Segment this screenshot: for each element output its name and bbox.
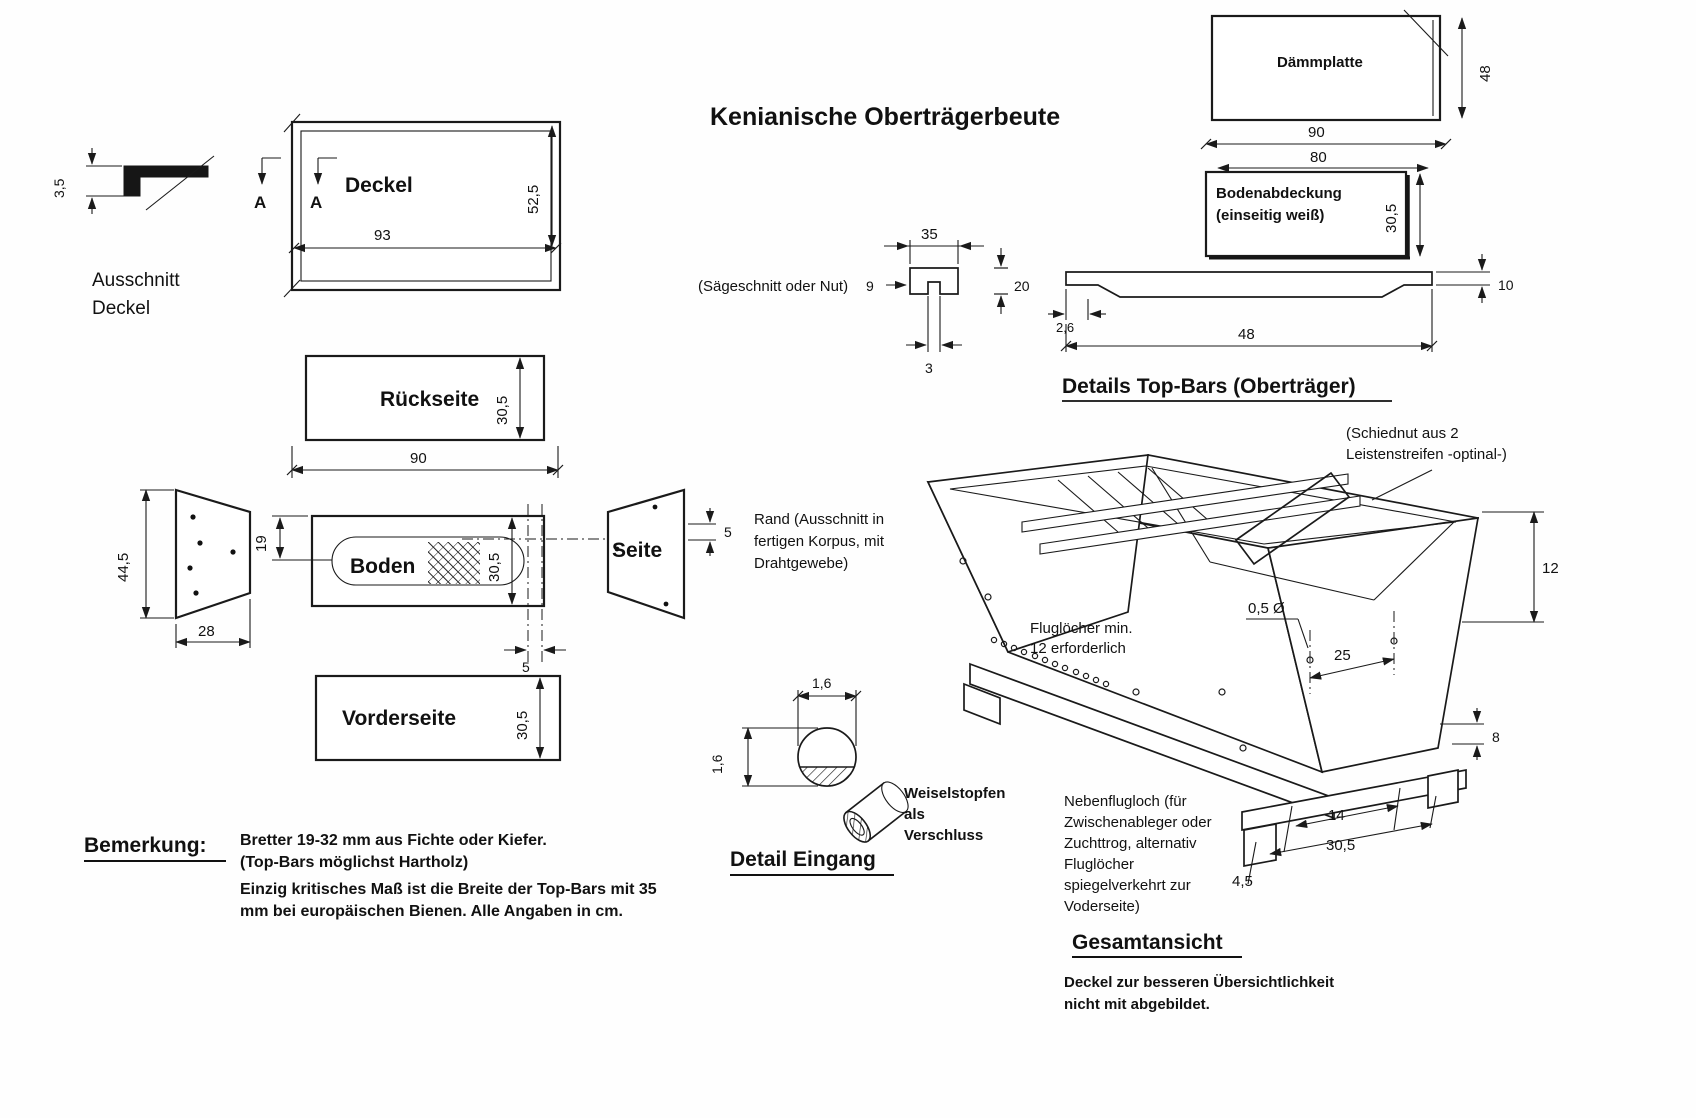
label-ausschnitt-line1: Ausschnitt <box>92 270 180 291</box>
weiselstopfen-line3: Verschluss <box>904 827 983 844</box>
dim-hole-spacing: 25 <box>1334 647 1351 664</box>
topbar-side-view: 10 2,6 48 Details Top-Bars (Oberträger) <box>1048 254 1514 402</box>
seite-view: Seite 5 <box>606 488 732 620</box>
entrance-detail: 1,6 1,6 Weiselstopfen als Verschluss Det… <box>709 675 1005 876</box>
bemerkung-line3: Einzig kritisches Maß ist die Breite der… <box>240 881 657 898</box>
dim-daemmplatte-width: 90 <box>1308 124 1325 141</box>
dim-foot-width: 14 <box>1328 807 1345 824</box>
rand-annotation: Rand (Ausschnitt in fertigen Korpus, mit… <box>754 511 885 572</box>
rueckseite-view: Rückseite 30,5 90 <box>286 354 564 478</box>
topbar-cross-section: 35 9 20 3 (Sägeschnitt oder Nut) <box>698 226 1030 376</box>
bemerkung-line4: mm bei europäischen Bienen. Alle Angaben… <box>240 903 623 920</box>
hive-3d-view: (Schiednut aus 2 Leistenstreifen -optina… <box>926 425 1559 1013</box>
flight-holes <box>959 557 1398 782</box>
label-vorderseite: Vorderseite <box>342 707 456 730</box>
left-end-panel-view: 44,5 28 <box>115 488 252 648</box>
daemmplatte-view: Dämmplatte 48 90 80 <box>1200 9 1494 173</box>
section-marker-a1: A <box>254 193 266 212</box>
dim-endpanel-bottom: 28 <box>198 623 215 640</box>
nebenflugloch-line5: spiegelverkehrt zur <box>1064 877 1191 894</box>
dim-korpus-width: 90 <box>410 450 427 467</box>
label-bodenabdeckung-line1: Bodenabdeckung <box>1216 185 1342 202</box>
dim-topbar-rest: 2,6 <box>1056 320 1074 335</box>
dim-vorderseite-height: 30,5 <box>514 711 531 740</box>
drawing-title: Kenianische Oberträgerbeute <box>710 103 1060 131</box>
hive-left-end-face <box>926 454 1149 654</box>
right-back-leg <box>1427 768 1459 810</box>
schiednut-line1: (Schiednut aus 2 <box>1346 425 1459 442</box>
label-boden: Boden <box>350 555 415 578</box>
left-foot <box>963 682 1001 726</box>
rand-line2: fertigen Korpus, mit <box>754 533 885 550</box>
dim-top-edge: 12 <box>1542 560 1559 577</box>
bemerkung-line2: (Top-Bars möglichst Hartholz) <box>240 854 468 871</box>
bodenabdeckung-view: Bodenabdeckung (einseitig weiß) 30,5 <box>1204 170 1425 260</box>
dim-boden-slot: 5 <box>522 659 530 675</box>
schiednut-line2: Leistenstreifen -optinal-) <box>1346 446 1507 463</box>
dim-endpanel-height: 44,5 <box>115 553 132 582</box>
label-daemmplatte: Dämmplatte <box>1277 54 1363 71</box>
dim-profile-height: 3,5 <box>51 178 67 198</box>
guide-strip-1 <box>1021 473 1349 533</box>
dim-topbar-length: 48 <box>1238 326 1255 343</box>
bemerkung-line1: Bretter 19-32 mm aus Fichte oder Kiefer. <box>240 832 547 849</box>
label-deckel: Deckel <box>345 174 413 197</box>
right-front-leg <box>1243 822 1277 868</box>
rand-line1: Rand (Ausschnitt in <box>754 511 884 528</box>
dim-hole-diameter: 0,5 Ø <box>1248 600 1285 617</box>
dim-rueckseite-height: 30,5 <box>494 396 511 425</box>
dim-topbar-width: 35 <box>921 226 938 243</box>
heading-details-topbars: Details Top-Bars (Oberträger) <box>1062 375 1356 398</box>
nebenflugloch-line1: Nebenflugloch (für <box>1064 793 1187 810</box>
dim-entrance-width: 1,6 <box>812 675 832 691</box>
boden-view: Boden 19 30,5 5 <box>253 504 612 675</box>
lid-profile-detail: 3,5 Ausschnitt Deckel <box>51 148 215 319</box>
weiselstopfen-line2: als <box>904 806 925 823</box>
dim-topbar-height: 20 <box>1014 278 1030 294</box>
label-bodenabdeckung-line2: (einseitig weiß) <box>1216 207 1324 224</box>
dim-topbar-end-thickness: 10 <box>1498 277 1514 293</box>
vorderseite-view: Vorderseite 30,5 <box>314 674 562 762</box>
dim-foot-height: 4,5 <box>1232 873 1253 890</box>
entrance-plug <box>843 781 909 843</box>
dim-bottom-strip: 8 <box>1492 729 1500 745</box>
dim-deckel-width: 93 <box>374 227 391 244</box>
dim-boden-rand: 19 <box>253 535 270 552</box>
dim-entrance-height: 1,6 <box>709 754 725 774</box>
dim-daemmplatte-inner: 80 <box>1310 149 1327 166</box>
nebenflugloch-line3: Zuchttrog, alternativ <box>1064 835 1197 852</box>
flugloecher-line2: 12 erforderlich <box>1030 640 1126 657</box>
dim-seite-thickness: 5 <box>724 524 732 540</box>
heading-gesamtansicht: Gesamtansicht <box>1072 931 1223 954</box>
gesamtansicht-note-line1: Deckel zur besseren Übersichtlichkeit <box>1064 974 1334 991</box>
nebenflugloch-line2: Zwischenableger oder <box>1064 814 1212 831</box>
gesamtansicht-note-line2: nicht mit abgebildet. <box>1064 996 1210 1013</box>
nebenflugloch-line6: Voderseite) <box>1064 898 1140 915</box>
label-seite: Seite <box>612 539 662 562</box>
dim-foot-length: 30,5 <box>1326 837 1355 854</box>
label-ausschnitt-line2: Deckel <box>92 298 150 319</box>
notes-bemerkung: Bemerkung: Bretter 19-32 mm aus Fichte o… <box>84 832 657 920</box>
dim-bodenabdeckung-height: 30,5 <box>1383 204 1400 233</box>
nebenflugloch-line4: Fluglöcher <box>1064 856 1134 873</box>
top-bar-hatched <box>1234 471 1351 566</box>
heading-detail-eingang: Detail Eingang <box>730 848 876 871</box>
dim-boden-height: 30,5 <box>486 553 503 582</box>
weiselstopfen-line1: Weiselstopfen <box>904 785 1005 802</box>
flugloecher-line1: Fluglöcher min. <box>1030 620 1133 637</box>
deckel-view: A A Deckel 93 52,5 <box>254 113 562 298</box>
dim-deckel-depth: 52,5 <box>525 185 542 214</box>
dim-sawcut-width: 3 <box>925 360 933 376</box>
guide-strip-2 <box>1039 495 1361 555</box>
label-rueckseite: Rückseite <box>380 388 479 411</box>
dim-topbar-falz: 9 <box>866 278 874 294</box>
section-marker-a2: A <box>310 193 322 212</box>
dim-daemmplatte-thickness: 48 <box>1477 65 1494 82</box>
mesh-hatch <box>428 542 480 584</box>
rand-line3: Drahtgewebe) <box>754 555 848 572</box>
saegeschnitt-annotation: (Sägeschnitt oder Nut) <box>698 278 848 295</box>
heading-bemerkung: Bemerkung: <box>84 834 207 857</box>
